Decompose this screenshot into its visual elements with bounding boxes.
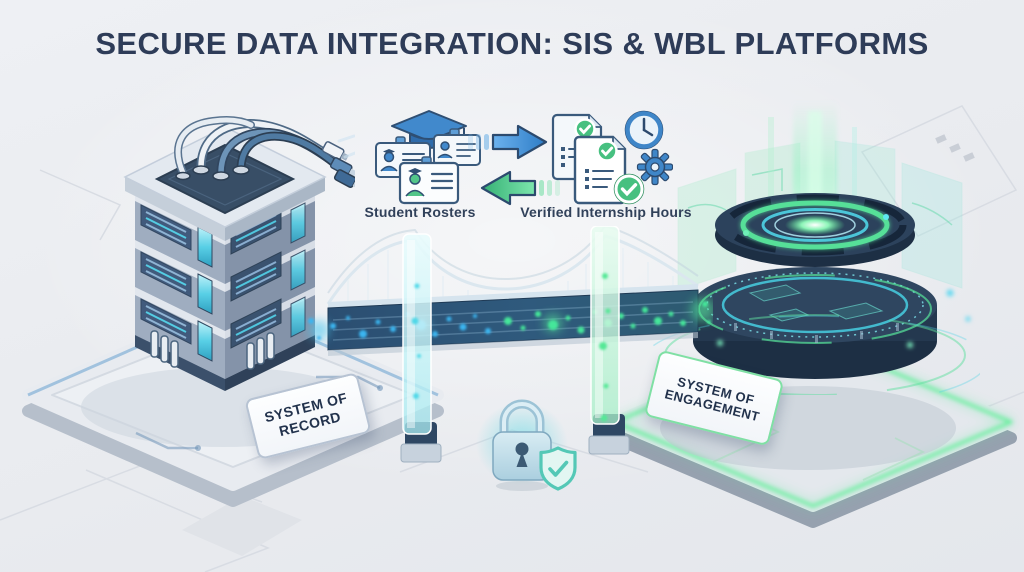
student-rosters-label: Student Rosters: [364, 204, 476, 220]
page-title: SECURE DATA INTEGRATION: SIS & WBL PLATF…: [95, 26, 929, 61]
rosters-flow-arrow-right-icon: [468, 124, 548, 160]
keyhole: [515, 442, 529, 456]
verified-hours-icon: [551, 110, 673, 205]
data-bridge-icon: [308, 226, 713, 463]
holo-panels: [677, 140, 963, 291]
bridge-deck: [327, 284, 699, 356]
usb-connector-icons: [321, 134, 355, 189]
clock-icon: [624, 110, 664, 150]
sis-server-tower-icon: [123, 116, 355, 391]
id-card-icon: [433, 128, 481, 166]
check-icon: [613, 173, 645, 205]
id-card-icon: [398, 156, 460, 205]
student-rosters-icon: [375, 110, 481, 205]
bridge-towers: [400, 226, 630, 463]
document-icon: [573, 135, 645, 205]
verified-hours-label: Verified Internship Hours: [520, 204, 692, 220]
gear-icon: [636, 148, 673, 186]
wbl-hologram-database-icon: [650, 101, 980, 395]
padlock-shield-icon: [476, 399, 577, 491]
cables: [174, 116, 350, 178]
shield-check-icon: [539, 446, 577, 491]
holo-base-disc: [693, 267, 937, 379]
hours-flow-arrow-left-icon: [480, 170, 560, 206]
holo-top-disc: [715, 193, 915, 267]
